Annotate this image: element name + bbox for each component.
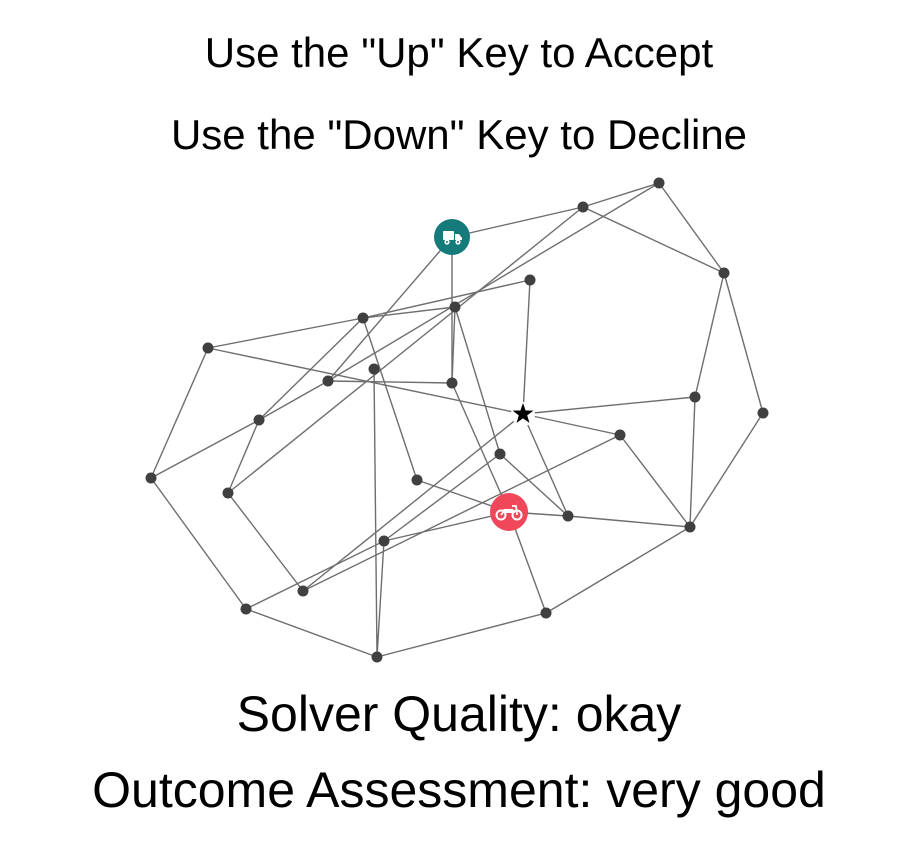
graph-edge [499,453,569,517]
graph-edge [245,608,378,658]
graph-node [614,429,626,441]
graph-node [240,603,252,615]
graph-node [449,301,461,313]
graph-edge [454,306,501,455]
graph-edge [227,206,584,494]
graph-edge [567,515,691,528]
graph-edge [227,492,304,592]
decline-instruction: Use the "Down" Key to Decline [170,111,748,158]
outcome-assessment: Outcome Assessment: very good [0,760,918,820]
graph-edge [258,380,329,421]
destination-star-marker [511,402,535,426]
graph-node [689,391,701,403]
motorcycle-marker [490,493,528,531]
graph-node [378,535,390,547]
truck-marker [434,219,470,255]
graph-node [540,607,552,619]
graph-edge [522,413,569,517]
graph-node [446,377,458,389]
solver-quality: Solver Quality: okay [0,684,918,744]
graph-edge [689,396,696,528]
graph-node [371,651,383,663]
graph-node [322,375,334,387]
graph-edge [227,419,260,494]
solver-quality-value: okay [575,686,682,742]
graph-node [684,521,696,533]
graph-edge [694,272,725,398]
graph-edge [302,434,621,592]
graph-node [297,585,309,597]
graph-node [653,177,665,189]
graph-node [202,342,214,354]
graph-node [524,274,536,286]
graph-edge [373,368,378,658]
graph-node [411,474,423,486]
graph-edge [522,413,621,436]
graph-edge [582,206,725,274]
graph-edge [689,412,764,528]
graph-edge [582,182,660,208]
graph-edge [383,453,501,542]
graph-edge [658,182,725,274]
graph-edge [376,540,385,658]
graph-node [718,267,730,279]
graph-node [577,201,589,213]
graph-edge [545,526,691,614]
graph-edge [245,540,385,610]
graph-edge [327,182,660,382]
graph-edge [723,272,764,414]
graph-edges [150,182,764,658]
graph-edge [327,380,453,384]
star-icon [512,403,534,423]
graph-edge [522,396,696,415]
graph-edge [302,413,524,592]
solver-quality-label: Solver Quality: [236,686,576,742]
graph-node [494,448,506,460]
graph-edge [376,612,547,658]
graph-edge [522,279,531,415]
graph-edge [150,347,209,479]
graph-node [368,363,380,375]
graph-edge [258,317,364,421]
graph-node [357,312,369,324]
graph-edge [383,511,510,542]
graph-node [757,407,769,419]
graph-edge [451,206,584,238]
outcome-assessment-label: Outcome Assessment: [92,762,607,818]
graph-node [145,472,157,484]
graph-edge [327,236,453,382]
graph-edge [150,419,260,479]
outcome-assessment-value: very good [606,762,826,818]
motorcycle-icon [495,505,523,521]
graph-edge [362,306,456,319]
graph-edge [451,306,456,384]
graph-nodes [145,177,769,663]
graph-node [253,414,265,426]
graph-edge [619,434,691,528]
accept-instruction: Use the "Up" Key to Accept [204,29,714,76]
graph-node [222,487,234,499]
graph-edge [207,317,364,349]
truck-icon [443,231,462,245]
graph-edge [150,477,247,610]
graph-edge [362,279,531,319]
graph-edge [362,317,418,481]
graph-node [562,510,574,522]
